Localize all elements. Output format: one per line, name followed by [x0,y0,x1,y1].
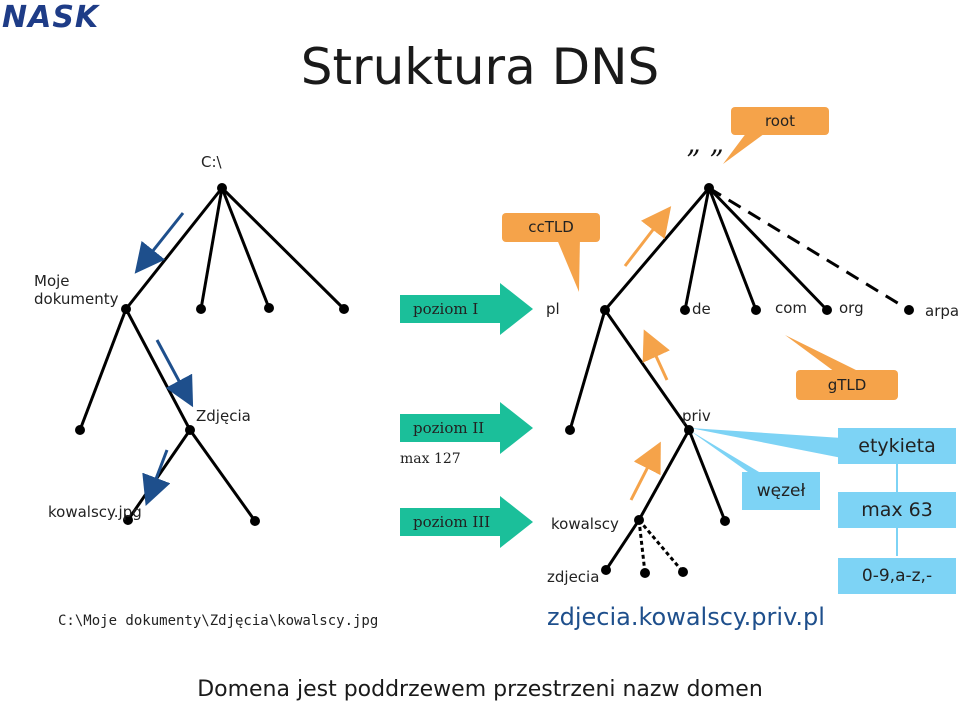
tree-node [264,303,274,313]
tree-node [250,516,260,526]
orange-arrow [629,441,661,501]
orange-arrow [623,206,672,267]
dns-node [684,425,694,435]
max-63-box: max 63 [838,492,956,528]
root-drive-label: C:\ [201,153,222,171]
tree-node [75,425,85,435]
dns-edge [637,429,691,521]
etykieta-box: etykieta [838,428,956,464]
dns-tree [568,186,910,574]
tree-edge [124,187,224,310]
dns-node [720,516,730,526]
root-callout: root [731,107,829,135]
level-arrows [400,283,533,548]
tree-edge [220,187,271,309]
tree-node [123,515,133,525]
path-arrows [134,212,194,507]
filesystem-tree [78,186,346,522]
dns-root-label: ” ” [686,144,724,177]
dns-root-node [704,183,714,193]
dns-edge [603,187,711,311]
full-domain-name: zdjecia.kowalscy.priv.pl [547,603,825,631]
tree-edge [124,308,192,431]
tld-pl-label: pl [546,300,560,318]
tree-edge [199,187,224,310]
tree-node [339,304,349,314]
dns-nodes [565,183,914,578]
dns-edge [707,187,758,311]
navy-arrow [142,449,171,507]
dns-node [751,305,761,315]
dns-node [904,305,914,315]
tld-arpa-label: arpa [925,302,960,320]
dns-edge-dotted [637,519,647,574]
dns-node [680,305,690,315]
dns-node [600,305,610,315]
filesystem-nodes [75,183,349,526]
filesystem-path: C:\Moje dokumenty\Zdjęcia\kowalscy.jpg [58,613,379,629]
tree-node [121,304,131,314]
dns-edge [687,429,727,522]
moje-dokumenty-label: Moje dokumenty [34,272,119,308]
tld-de-label: de [692,300,711,318]
callout-pointers [556,128,860,372]
priv-label: priv [682,407,711,425]
orange-arrow [642,329,670,381]
dns-edge [603,309,691,431]
slide-title: Struktura DNS [300,38,660,96]
gtld-callout: gTLD [796,370,898,400]
kowalscy-domain-label: kowalscy [551,515,619,533]
tld-org-label: org [839,299,864,317]
level-1-label: poziom I [413,300,479,318]
level-3-arrow [400,496,533,548]
wezel-box: węzeł [742,472,820,510]
dns-node [601,565,611,575]
max-127-label: max 127 [400,451,461,467]
nask-logo: NASK [2,0,100,35]
gtld-pointer [785,335,860,372]
dns-edge [707,186,829,312]
charset-box: 0-9,a-z,- [838,558,956,594]
dns-edge [604,519,641,571]
tree-edge [220,186,346,311]
cctld-callout: ccTLD [502,213,600,242]
tree-node [217,183,227,193]
navy-arrow [134,212,185,274]
kowalscy-file-label: kowalscy.jpg [48,503,142,521]
zdjecia-domain-label: zdjecia [547,568,600,586]
dns-node [678,567,688,577]
level-3-label: poziom III [413,513,491,531]
tree-node [185,425,195,435]
dns-edge-dotted [637,519,685,573]
dns-edge [568,309,607,431]
etykieta-pointer [690,428,842,458]
dns-node [640,568,650,578]
slide-footer: Domena jest poddrzewem przestrzeni nazw … [197,677,763,702]
level-2-label: poziom II [413,419,485,437]
dns-node [565,425,575,435]
root-pointer [723,128,772,164]
level-2-arrow [400,402,533,454]
cctld-pointer [556,237,580,292]
tld-com-label: com [775,299,808,317]
dns-node [634,515,644,525]
navy-arrow [155,339,194,408]
dns-edge-dashed [708,186,910,312]
dns-path-arrows [623,206,672,501]
tree-node [196,304,206,314]
level-1-arrow [400,283,533,335]
zdjecia-folder-label: Zdjęcia [196,407,251,425]
tree-edge [188,429,257,522]
dns-edge [683,187,711,311]
tree-edge [78,308,128,431]
dns-node [822,305,832,315]
